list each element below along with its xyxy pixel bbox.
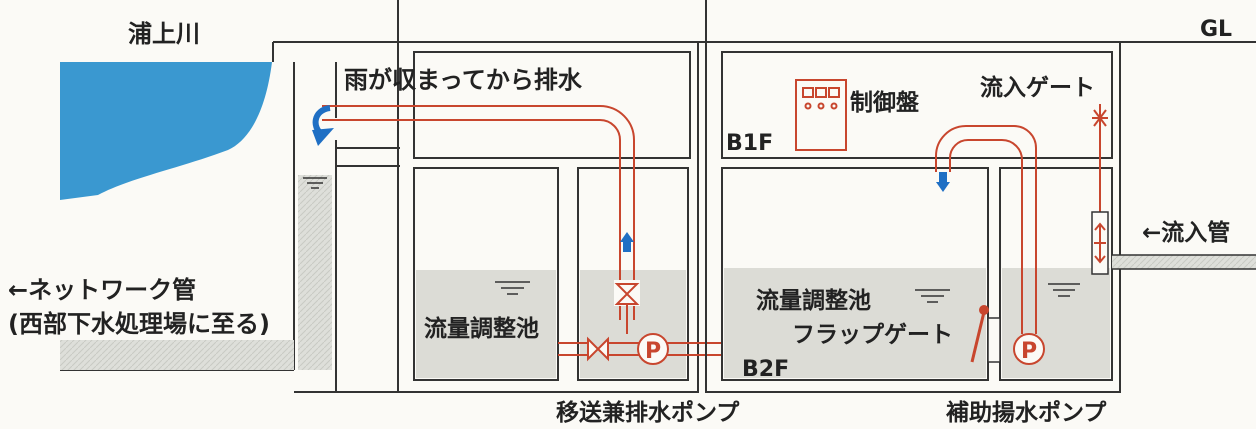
downflow-arrow-icon [936, 172, 950, 192]
flap-gate-label: フラップゲート [792, 322, 953, 348]
b1f-label: B1F [726, 131, 773, 156]
right-tank-water-level [915, 289, 950, 303]
aux-pump-icon [1013, 333, 1045, 365]
river-label: 浦上川 [128, 20, 200, 48]
network-pipe-label: ←ネットワーク管 [8, 276, 196, 304]
aux-pump-symbol: P [1021, 339, 1037, 364]
inflow-pipe [1112, 254, 1256, 270]
structure-b-outer [705, 41, 1121, 393]
aux-pump-chamber [999, 167, 1113, 381]
control-panel-label: 制御盤 [850, 89, 920, 116]
right-tank [721, 167, 989, 381]
outfall-water-level [303, 177, 327, 189]
drain-pipe [322, 105, 635, 320]
flap-gate-icon [970, 305, 1001, 363]
inflow-pipe-label: ←流入管 [1142, 219, 1230, 246]
left-tank-label: 流量調整池 [424, 315, 539, 342]
river-water [60, 62, 272, 200]
inflow-gate-label: 流入ゲート [980, 74, 1095, 101]
upflow-arrow-icon [620, 232, 634, 252]
horizontal-valve-icon [587, 336, 609, 362]
aux-pump-pipe [935, 125, 1037, 334]
left-tank-water-level [495, 281, 530, 295]
gate-arrows-icon [1094, 222, 1106, 264]
inflow-gate-icon [1092, 104, 1108, 212]
drain-note-label: 雨が収まってから排水 [344, 66, 583, 94]
b2f-label: B2F [742, 357, 789, 382]
b1f-room [721, 51, 1113, 159]
aux-chamber-water-level [1048, 283, 1080, 297]
transfer-pump-symbol: P [645, 339, 661, 364]
transfer-pump-icon [637, 333, 669, 365]
transfer-pump-label: 移送兼排水ポンプ [556, 399, 740, 426]
outfall-shaft [60, 62, 400, 393]
control-panel-icon [795, 79, 847, 151]
connection-pipes [558, 342, 722, 356]
aux-pump-label: 補助揚水ポンプ [945, 399, 1107, 426]
structure-a-outer [397, 41, 699, 393]
network-destination-label: (西部下水処理場に至る) [8, 310, 270, 338]
left-tank [413, 167, 559, 381]
gl-label: GL [1200, 17, 1232, 42]
right-tank-label: 流量調整池 [756, 287, 871, 314]
